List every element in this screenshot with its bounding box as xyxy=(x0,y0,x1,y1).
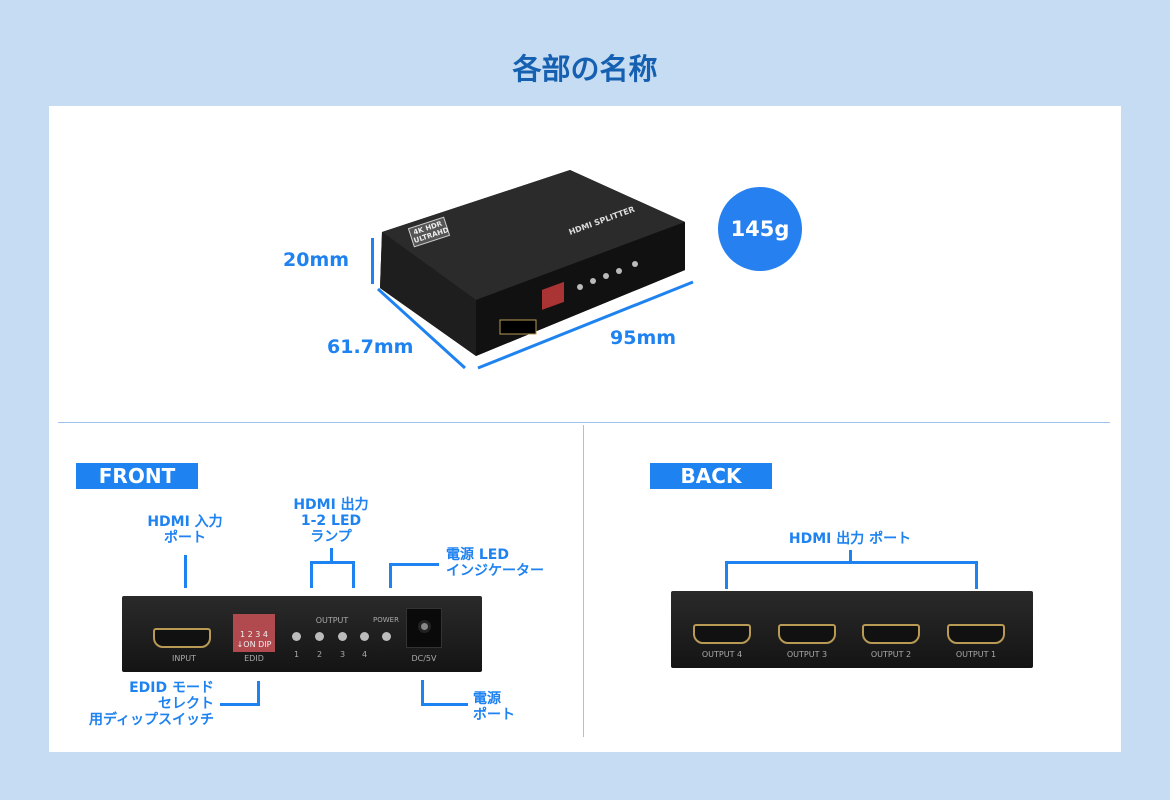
led-4 xyxy=(360,632,369,641)
led-1 xyxy=(292,632,301,641)
port-label: OUTPUT 2 xyxy=(870,650,912,659)
input-label: INPUT xyxy=(172,654,196,663)
callout-line: HDMI 入力 xyxy=(147,514,223,530)
power-led xyxy=(382,632,391,641)
front-panel-image: INPUT 1 2 3 4 ↓ON DIP EDID OUTPUT POWER … xyxy=(122,596,482,672)
height-dimension-line xyxy=(371,238,374,284)
page-title: 各部の名称 xyxy=(512,52,658,86)
led-2 xyxy=(315,632,324,641)
callout-hdmi-output: HDMI 出力 ポート xyxy=(788,531,912,547)
output-label: OUTPUT xyxy=(315,616,349,625)
power-label: POWER xyxy=(373,616,399,624)
port-label: OUTPUT 1 xyxy=(955,650,997,659)
dip-numbers: 1 2 3 4 xyxy=(240,630,268,639)
callout-line: HDMI 出力 xyxy=(293,497,369,513)
callout-line: 電源 xyxy=(473,691,501,707)
callout-line: インジケーター xyxy=(446,563,544,579)
callout-power-port: 電源 ポート xyxy=(473,691,515,723)
dc-label: DC/5V xyxy=(411,654,437,663)
hdmi-output-port-4 xyxy=(693,624,751,644)
hdmi-input-port xyxy=(153,628,211,648)
vertical-divider xyxy=(583,425,584,737)
back-panel-image: OUTPUT 4 OUTPUT 3 OUTPUT 2 OUTPUT 1 xyxy=(671,591,1033,668)
dip-switch: 1 2 3 4 ↓ON DIP xyxy=(233,614,275,652)
led-3 xyxy=(338,632,347,641)
weight-badge: 145g xyxy=(718,187,802,271)
hdmi-output-port-1 xyxy=(947,624,1005,644)
callout-line: ポート xyxy=(473,707,515,723)
port-label: OUTPUT 4 xyxy=(701,650,743,659)
led-number: 3 xyxy=(339,650,346,659)
port-label: OUTPUT 3 xyxy=(786,650,828,659)
hdmi-output-port-2 xyxy=(862,624,920,644)
dc-jack xyxy=(406,608,442,648)
callout-line: ランプ xyxy=(310,529,352,545)
led-number: 1 xyxy=(293,650,300,659)
dimension-lines xyxy=(376,280,694,370)
callout-line: ポート xyxy=(164,530,206,546)
dip-text: ↓ON DIP xyxy=(236,640,272,649)
led-number: 2 xyxy=(316,650,323,659)
callout-line: 電源 LED xyxy=(446,547,509,563)
callout-power-led: 電源 LED インジケーター xyxy=(446,547,544,579)
callout-line: EDID モード xyxy=(129,680,214,696)
callout-edid: EDID モード セレクト 用ディップスイッチ xyxy=(60,680,214,728)
back-tag: BACK xyxy=(650,463,772,489)
callout-line: 1-2 LED xyxy=(300,513,362,529)
led-number: 4 xyxy=(361,650,368,659)
width-label: 95mm xyxy=(610,327,677,349)
product-3d-image: HDMI SPLITTER xyxy=(380,170,685,356)
hdmi-output-port-3 xyxy=(778,624,836,644)
height-label: 20mm xyxy=(283,249,350,271)
callout-hdmi-input: HDMI 入力 ポート xyxy=(125,514,245,546)
depth-label: 61.7mm xyxy=(327,336,414,358)
callout-output-led: HDMI 出力 1-2 LED ランプ xyxy=(266,497,396,545)
front-tag: FRONT xyxy=(76,463,198,489)
edid-label: EDID xyxy=(244,654,264,663)
callout-line: 用ディップスイッチ xyxy=(88,712,214,728)
callout-line: セレクト xyxy=(158,696,214,712)
horizontal-divider xyxy=(58,422,1110,423)
